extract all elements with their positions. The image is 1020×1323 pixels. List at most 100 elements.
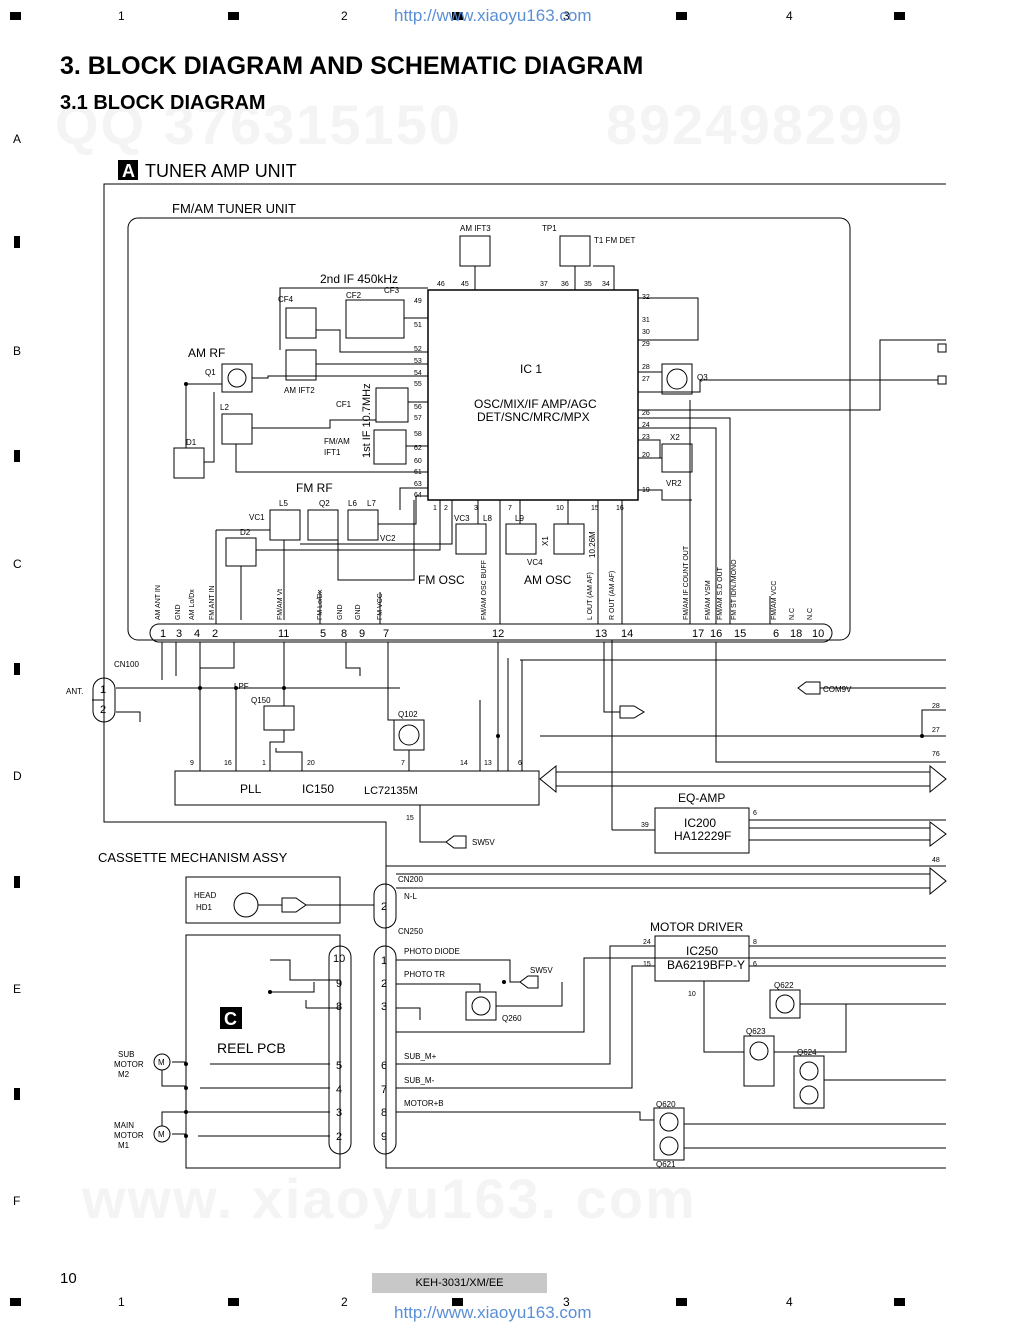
svg-text:53: 53 [414, 358, 422, 365]
svg-text:62: 62 [414, 445, 422, 452]
row-letter: A [13, 132, 22, 146]
svg-text:M: M [158, 1058, 165, 1067]
svg-text:ANT.: ANT. [66, 687, 83, 696]
svg-text:10.26M: 10.26M [588, 531, 597, 558]
model-label: KEH-3031/XM/EE [372, 1273, 547, 1293]
svg-text:FM ST IDN./MONO: FM ST IDN./MONO [731, 559, 738, 620]
ic1-label: IC 1 [520, 362, 542, 376]
svg-text:M: M [158, 1130, 165, 1139]
svg-text:14: 14 [460, 760, 468, 767]
row-letter: F [13, 1194, 21, 1208]
svg-text:29: 29 [642, 341, 650, 348]
col-number: 4 [786, 9, 793, 23]
svg-text:FM/AM S.D OUT: FM/AM S.D OUT [717, 566, 724, 620]
fm-osc-label: FM OSC [418, 573, 465, 587]
ic150-box [174, 770, 540, 806]
svg-text:L8: L8 [483, 514, 492, 523]
edge-marker [14, 876, 20, 888]
svg-text:CF1: CF1 [336, 400, 352, 409]
ic150-label: IC150 [302, 782, 334, 796]
col-number: 2 [341, 1295, 348, 1309]
svg-text:AM ANT IN: AM ANT IN [155, 585, 162, 620]
am-rf-label: AM RF [188, 346, 225, 360]
svg-text:2: 2 [381, 978, 387, 990]
svg-text:IFT1: IFT1 [324, 448, 341, 457]
svg-text:10: 10 [688, 991, 696, 998]
svg-text:27: 27 [932, 727, 940, 734]
svg-text:30: 30 [642, 329, 650, 336]
edge-marker [14, 1088, 20, 1100]
svg-text:24: 24 [643, 939, 651, 946]
svg-text:T1 FM DET: T1 FM DET [594, 236, 635, 245]
q622-block [769, 989, 801, 1019]
edge-marker [14, 236, 20, 248]
pll-label: PLL [240, 782, 262, 796]
svg-text:34: 34 [602, 281, 610, 288]
svg-text:7: 7 [401, 760, 405, 767]
svg-text:CF3: CF3 [384, 286, 400, 295]
tuner-connector [149, 623, 833, 643]
ift2-block [285, 349, 317, 381]
svg-text:1: 1 [160, 628, 166, 640]
svg-text:14: 14 [621, 628, 633, 640]
svg-text:9: 9 [190, 760, 194, 767]
head-symbol [233, 892, 259, 918]
col-number: 1 [118, 1295, 125, 1309]
svg-text:M2: M2 [118, 1070, 130, 1079]
grid-marker [10, 12, 21, 20]
svg-text:MOTOR: MOTOR [114, 1131, 144, 1140]
svg-text:L5: L5 [279, 499, 288, 508]
svg-text:3: 3 [176, 628, 182, 640]
svg-text:6: 6 [518, 760, 522, 767]
svg-text:8: 8 [381, 1107, 387, 1119]
watermark-tel: 892498299 [606, 93, 905, 156]
svg-text:37: 37 [540, 281, 548, 288]
svg-text:27: 27 [642, 376, 650, 383]
svg-text:Q102: Q102 [398, 710, 418, 719]
svg-text:7: 7 [383, 628, 389, 640]
svg-text:60: 60 [414, 458, 422, 465]
svg-text:X1: X1 [541, 536, 550, 546]
svg-text:FM/AM VCC: FM/AM VCC [771, 581, 778, 620]
svg-text:16: 16 [224, 760, 232, 767]
fmdet-block [559, 235, 591, 267]
header-url: http://www.xiaoyu163.com [394, 6, 592, 25]
ift3-block [459, 235, 491, 267]
svg-text:20: 20 [642, 452, 650, 459]
svg-text:10: 10 [556, 505, 564, 512]
svg-text:TP1: TP1 [542, 224, 557, 233]
svg-text:49: 49 [414, 298, 422, 305]
svg-text:7: 7 [508, 505, 512, 512]
svg-text:L OUT (AM AF): L OUT (AM AF) [587, 572, 594, 620]
svg-text:Q150: Q150 [251, 696, 271, 705]
grid-marker [228, 1298, 239, 1306]
svg-text:R OUT (AM AF): R OUT (AM AF) [609, 571, 616, 620]
row-letter: D [13, 769, 22, 783]
svg-text:CF4: CF4 [278, 295, 294, 304]
svg-text:Q621: Q621 [656, 1160, 676, 1169]
q260-block [465, 991, 497, 1021]
svg-text:HEAD: HEAD [194, 891, 216, 900]
svg-text:FM Lo/Dx: FM Lo/Dx [317, 589, 324, 620]
svg-text:X2: X2 [670, 433, 680, 442]
svg-text:28: 28 [932, 703, 940, 710]
svg-text:L7: L7 [367, 499, 376, 508]
cassette-title: CASSETTE MECHANISM ASSY [98, 850, 288, 865]
svg-text:Q620: Q620 [656, 1100, 676, 1109]
svg-text:23: 23 [642, 434, 650, 441]
d1-block [173, 447, 205, 479]
svg-text:SW5V: SW5V [472, 838, 495, 847]
svg-text:Q2: Q2 [319, 499, 330, 508]
svg-text:10: 10 [812, 628, 824, 640]
col-number: 1 [118, 9, 125, 23]
svg-text:Q622: Q622 [774, 981, 794, 990]
svg-text:15: 15 [591, 505, 599, 512]
svg-text:8: 8 [336, 1001, 342, 1013]
q623-block [743, 1035, 775, 1087]
svg-text:56: 56 [414, 404, 422, 411]
svg-text:D1: D1 [186, 438, 197, 447]
svg-text:9: 9 [336, 978, 342, 990]
grid-marker [452, 1298, 463, 1306]
svg-text:54: 54 [414, 370, 422, 377]
